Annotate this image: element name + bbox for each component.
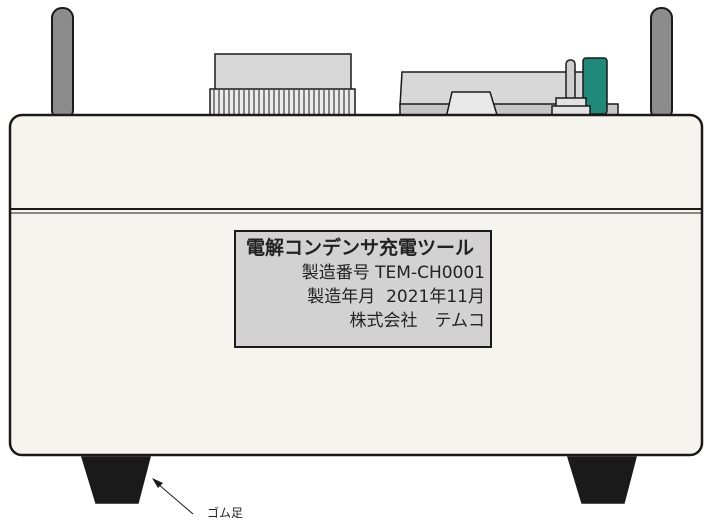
nameplate-serial: 製造番号 TEM-CH0001 bbox=[302, 263, 485, 283]
nameplate: 電解コンデンサ充電ツール 製造番号 TEM-CH0001 製造年月 2021年1… bbox=[234, 230, 492, 348]
nameplate-date: 製造年月 2021年11月 bbox=[307, 287, 485, 307]
left-rod bbox=[51, 7, 74, 121]
left-rubber-foot bbox=[80, 456, 151, 504]
right-rubber-foot bbox=[566, 456, 637, 504]
nameplate-maker: 株式会社 テムコ bbox=[350, 311, 486, 331]
top-connector bbox=[209, 53, 356, 119]
right-rod bbox=[650, 7, 673, 121]
nameplate-title: 電解コンデンサ充電ツール bbox=[246, 236, 474, 259]
rubber-feet-callout: ゴム足 bbox=[152, 478, 243, 520]
rubber-feet-label: ゴム足 bbox=[207, 505, 243, 520]
